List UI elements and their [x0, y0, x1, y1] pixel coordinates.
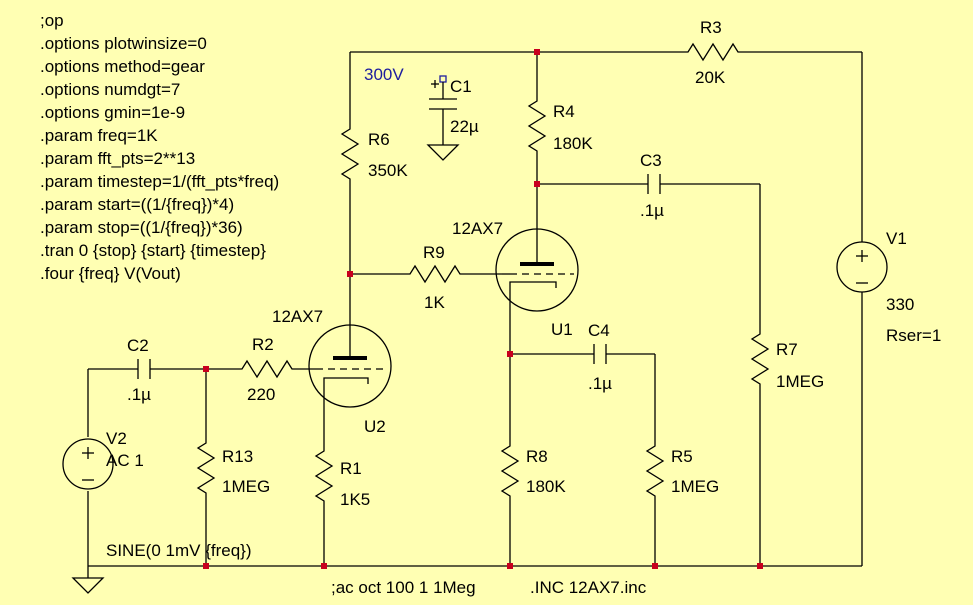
- u1-model[interactable]: 12AX7: [452, 219, 503, 238]
- c3-name: C3: [640, 151, 662, 170]
- r13-value[interactable]: 1MEG: [222, 477, 270, 496]
- directive-line: .param start=((1/{freq})*4): [40, 195, 234, 214]
- u1-name: U1: [551, 320, 573, 339]
- r9-name: R9: [423, 243, 445, 262]
- r4-value[interactable]: 180K: [553, 134, 593, 153]
- v2-sine-spec[interactable]: SINE(0 1mV {freq}): [106, 541, 252, 560]
- r2-value[interactable]: 220: [247, 385, 275, 404]
- c4-name: C4: [588, 321, 610, 340]
- resistor-r9[interactable]: [404, 264, 464, 284]
- resistor-r5[interactable]: [645, 440, 665, 503]
- r13-name: R13: [222, 447, 253, 466]
- c2-name: C2: [127, 336, 149, 355]
- include-directive[interactable]: .INC 12AX7.inc: [530, 578, 647, 597]
- v2-name: V2: [106, 429, 127, 448]
- net-label-300v[interactable]: 300V: [364, 65, 404, 84]
- directive-line: .options gmin=1e-9: [40, 103, 185, 122]
- triode-u2[interactable]: [308, 324, 392, 408]
- directive-line: ;op: [40, 11, 64, 30]
- c3-value[interactable]: .1µ: [640, 201, 664, 220]
- r8-value[interactable]: 180K: [526, 477, 566, 496]
- capacitor-c4[interactable]: [593, 344, 607, 364]
- resistor-r3[interactable]: [682, 42, 742, 62]
- v1-value[interactable]: 330: [886, 295, 914, 314]
- v1-series-resistance[interactable]: Rser=1: [886, 326, 941, 345]
- capacitor-c1[interactable]: [429, 75, 457, 118]
- r7-value[interactable]: 1MEG: [776, 372, 824, 391]
- r5-name: R5: [671, 447, 693, 466]
- ground-symbol: [71, 577, 105, 594]
- u2-model[interactable]: 12AX7: [272, 307, 323, 326]
- resistor-r1[interactable]: [314, 445, 334, 508]
- v2-value[interactable]: AC 1: [106, 451, 144, 470]
- directive-line: .options plotwinsize=0: [40, 34, 207, 53]
- resistor-r13[interactable]: [196, 437, 216, 500]
- c2-value[interactable]: .1µ: [127, 385, 151, 404]
- r8-name: R8: [526, 447, 548, 466]
- directive-line: .options numdgt=7: [40, 80, 180, 99]
- r3-value[interactable]: 20K: [695, 68, 726, 87]
- resistor-r8[interactable]: [500, 440, 520, 503]
- spice-directives[interactable]: ;op .options plotwinsize=0 .options meth…: [40, 11, 279, 283]
- resistor-r2[interactable]: [236, 359, 296, 379]
- v1-name: V1: [886, 229, 907, 248]
- r9-value[interactable]: 1K: [424, 293, 445, 312]
- r6-name: R6: [368, 130, 390, 149]
- capacitor-c2[interactable]: [137, 359, 151, 379]
- capacitor-c3[interactable]: [647, 174, 661, 194]
- r1-name: R1: [340, 459, 362, 478]
- u2-name: U2: [364, 417, 386, 436]
- directive-line: .param stop=((1/{freq})*36): [40, 218, 243, 237]
- r1-value[interactable]: 1K5: [340, 490, 370, 509]
- voltage-source-v2[interactable]: [62, 438, 114, 490]
- resistor-r6[interactable]: [340, 123, 360, 185]
- ac-analysis-directive[interactable]: ;ac oct 100 1 1Meg: [331, 578, 476, 597]
- r2-name: R2: [252, 335, 274, 354]
- c4-value[interactable]: .1µ: [588, 374, 612, 393]
- c1-ground-symbol: [426, 118, 460, 161]
- directive-line: .four {freq} V(Vout): [40, 264, 181, 283]
- triode-u1[interactable]: [495, 228, 579, 312]
- directive-line: .param freq=1K: [40, 126, 158, 145]
- directive-line: .param timestep=1/(fft_pts*freq): [40, 172, 279, 191]
- directive-line: .tran 0 {stop} {start} {timestep}: [40, 241, 266, 260]
- r4-name: R4: [553, 102, 575, 121]
- c1-name: C1: [450, 77, 472, 96]
- r3-name: R3: [700, 18, 722, 37]
- resistor-r4[interactable]: [527, 95, 547, 155]
- c1-value[interactable]: 22µ: [450, 117, 479, 136]
- r6-value[interactable]: 350K: [368, 161, 408, 180]
- junction-nodes: [203, 49, 763, 569]
- directive-line: .param fft_pts=2**13: [40, 149, 195, 168]
- r5-value[interactable]: 1MEG: [671, 477, 719, 496]
- voltage-source-v1[interactable]: [836, 236, 888, 298]
- r7-name: R7: [776, 340, 798, 359]
- resistor-r7[interactable]: [750, 328, 770, 392]
- directive-line: .options method=gear: [40, 57, 205, 76]
